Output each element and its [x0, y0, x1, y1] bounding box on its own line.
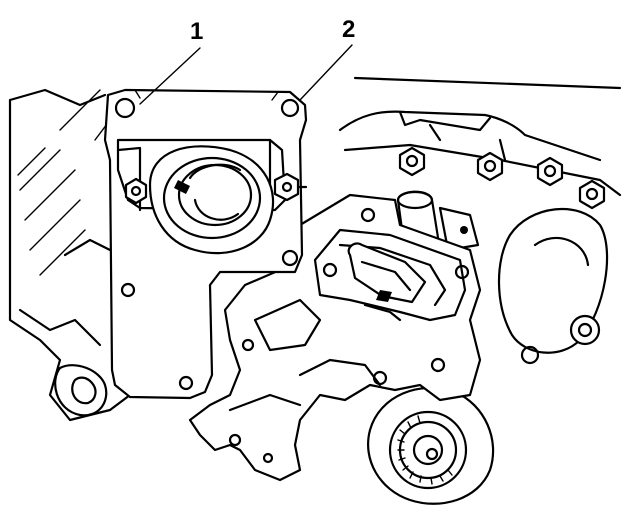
engine-block: [8, 88, 132, 422]
callout-label-2: 2: [342, 16, 356, 43]
leader-line-1: [139, 47, 201, 105]
leader-line-2: [299, 44, 353, 101]
pulley-housing: [497, 207, 609, 365]
leader-lines: [139, 44, 353, 105]
bolt-hex-icon: [578, 179, 606, 210]
callout-label-1: 1: [190, 18, 204, 45]
housing-bolt-icon: [273, 172, 308, 202]
bolt-hex-icon: [536, 156, 564, 187]
lower-pulley: [367, 386, 495, 505]
bolt-hex-icon: [398, 146, 426, 177]
engine-block-hatching: [17, 89, 111, 276]
solenoid: [347, 242, 427, 322]
housing-bolt-icon: [124, 177, 148, 205]
bolt-hex-icon: [476, 151, 504, 182]
valve-cover-bolts: [398, 146, 606, 210]
valve-cover: [338, 76, 622, 197]
pulley-rib-marks: [397, 415, 453, 485]
bearing-housing: [116, 138, 308, 255]
